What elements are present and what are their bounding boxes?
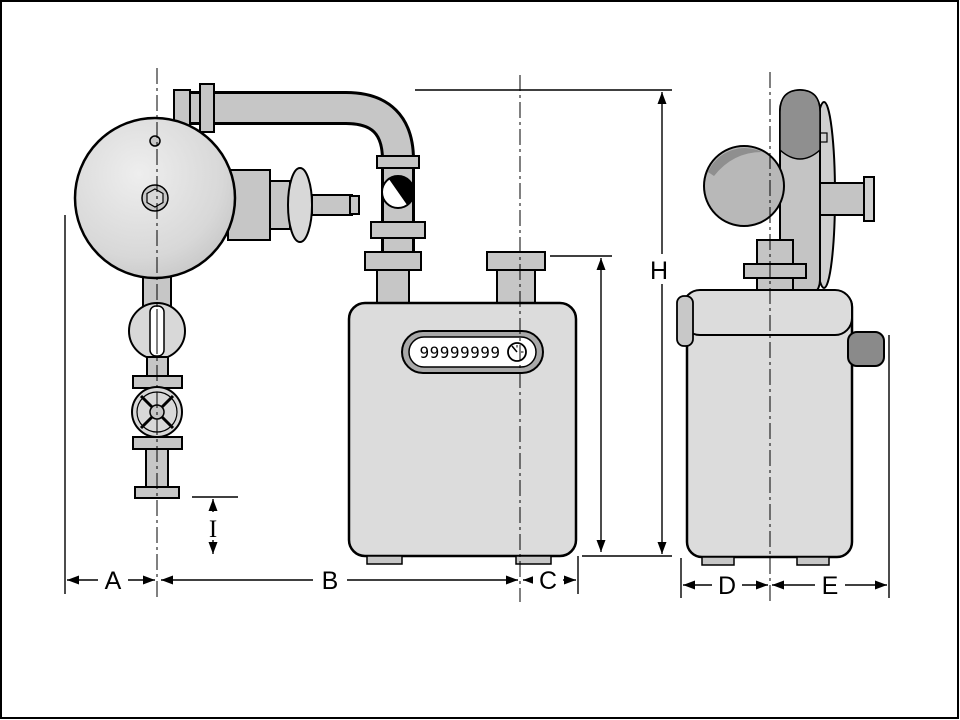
dim-label-B: B [322,567,339,595]
dim-label-D: D [718,572,736,600]
gauge-icon [507,342,527,362]
meter-foot [515,555,552,565]
outlet-pipe-side [817,182,869,216]
meter-foot [796,556,830,566]
pipe-flange [370,221,426,239]
counter-display: 99999999 [401,330,544,374]
inlet-collar [364,251,422,271]
counter-value: 99999999 [419,343,500,362]
regulator-diaphragm [73,116,237,280]
meter-body-front: 99999999 [347,251,578,565]
dim-label-E: E [822,572,839,600]
side-view [676,89,885,566]
meter-foot [701,556,735,566]
front-view: 99999999 [73,83,578,565]
outlet-collar [486,251,546,271]
dimension-labels: A B C D E H I [98,254,845,600]
pipe-flange [743,263,807,279]
pipe-flange [199,83,215,133]
dim-label-A: A [105,567,122,595]
inlet-pipe-elbow [173,83,426,252]
regulator-dome [703,145,785,227]
pipe-flange [376,155,420,169]
dim-label-I: I [209,516,217,543]
dim-label-C: C [539,567,557,595]
front-plate-edge [676,295,694,347]
regulator-cap-dark [779,89,821,160]
side-knob [847,331,885,367]
centerlines [156,68,771,602]
vent-disc [287,167,313,243]
meter-foot [366,555,403,565]
dim-label-H: H [650,257,668,285]
meter-top-cover [682,289,853,336]
regulator-vent [227,167,360,243]
bolt-icon [149,135,161,147]
hex-nut-icon [146,188,164,208]
